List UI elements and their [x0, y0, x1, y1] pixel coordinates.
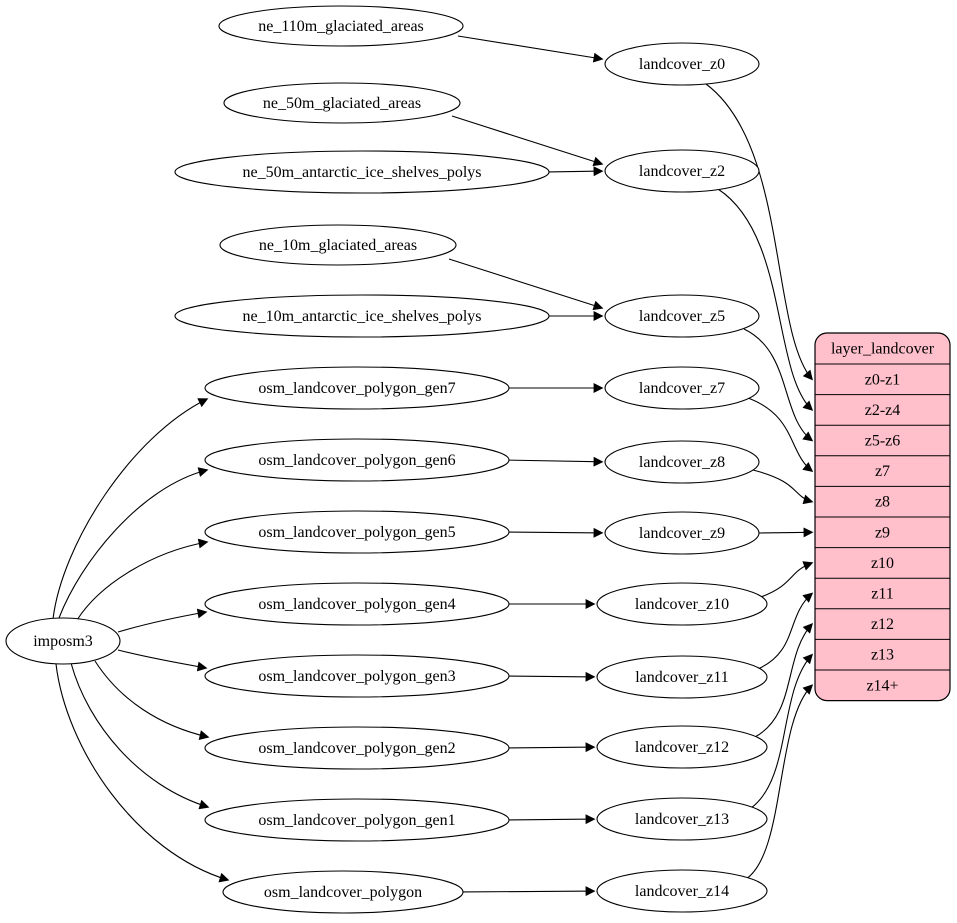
edge-imposm3-to-osm_landcover_polygon_gen6 [58, 467, 209, 619]
table-row-label-z11: z11 [871, 586, 894, 603]
edge-landcover_z13-to-layer_landcover-z13 [750, 653, 813, 809]
node-label-landcover_z7: landcover_z7 [639, 380, 725, 397]
node-landcover_z8: landcover_z8 [604, 440, 760, 484]
edge-imposm3-to-osm_landcover_polygon_gen5 [76, 538, 209, 621]
node-landcover_z12: landcover_z12 [596, 725, 768, 769]
node-label-ne_10m_antarctic_ice_shelves_polys: ne_10m_antarctic_ice_shelves_polys [242, 308, 481, 325]
node-osm_landcover_polygon_gen4: osm_landcover_polygon_gen4 [204, 582, 510, 626]
edge-imposm3-to-osm_landcover_polygon_gen2 [94, 660, 210, 740]
edge-osm_landcover_polygon_gen6-to-landcover_z8 [508, 456, 604, 467]
node-label-osm_landcover_polygon_gen6: osm_landcover_polygon_gen6 [258, 452, 455, 469]
table-title: layer_landcover [831, 341, 935, 358]
node-label-landcover_z11: landcover_z11 [635, 669, 729, 686]
edge-landcover_z8-to-layer_landcover-z8 [752, 469, 814, 505]
edge-landcover_z10-to-layer_landcover-z10 [760, 561, 814, 598]
edge-landcover_z0-to-layer_landcover-z0-z1 [705, 83, 813, 381]
edge-osm_landcover_polygon_gen1-to-landcover_z13 [508, 814, 596, 825]
nodes-layer: ne_110m_glaciated_areas ne_50m_glaciated_… [5, 5, 768, 914]
node-label-landcover_z8: landcover_z8 [639, 454, 725, 471]
node-label-landcover_z2: landcover_z2 [639, 163, 725, 180]
node-landcover_z0: landcover_z0 [604, 42, 760, 86]
node-landcover_z11: landcover_z11 [596, 655, 768, 699]
node-label-osm_landcover_polygon_gen7: osm_landcover_polygon_gen7 [258, 380, 455, 397]
edge-ne_50m_antarctic_ice_shelves_polys-to-landcover_z2 [548, 166, 604, 177]
edge-osm_landcover_polygon-to-landcover_z14 [462, 886, 596, 897]
node-label-landcover_z5: landcover_z5 [639, 308, 725, 325]
node-landcover_z10: landcover_z10 [596, 582, 768, 626]
node-osm_landcover_polygon_gen5: osm_landcover_polygon_gen5 [204, 510, 510, 554]
node-label-landcover_z9: landcover_z9 [639, 525, 725, 542]
node-osm_landcover_polygon_gen1: osm_landcover_polygon_gen1 [204, 798, 510, 842]
node-label-landcover_z14: landcover_z14 [635, 883, 729, 900]
node-ne_110m_glaciated_areas: ne_110m_glaciated_areas [218, 5, 464, 47]
edges-layer [52, 35, 814, 897]
node-label-osm_landcover_polygon_gen5: osm_landcover_polygon_gen5 [258, 524, 455, 541]
node-landcover_z2: landcover_z2 [604, 149, 760, 193]
edge-landcover_z14-to-layer_landcover-z14+ [745, 684, 814, 880]
node-label-osm_landcover_polygon_gen1: osm_landcover_polygon_gen1 [258, 812, 455, 829]
node-label-landcover_z13: landcover_z13 [635, 811, 729, 828]
node-label-imposm3: imposm3 [33, 633, 93, 650]
table-row-label-z9: z9 [875, 524, 890, 541]
node-ne_10m_antarctic_ice_shelves_polys: ne_10m_antarctic_ice_shelves_polys [174, 294, 550, 338]
table-row-label-z8: z8 [875, 494, 890, 511]
edge-landcover_z5-to-layer_landcover-z5-z6 [743, 328, 814, 442]
node-label-ne_10m_glaciated_areas: ne_10m_glaciated_areas [259, 237, 417, 254]
node-ne_50m_antarctic_ice_shelves_polys: ne_50m_antarctic_ice_shelves_polys [174, 150, 550, 194]
node-landcover_z5: landcover_z5 [604, 294, 760, 338]
table-row-label-z12: z12 [871, 616, 894, 633]
edge-imposm3-to-osm_landcover_polygon_gen1 [70, 662, 210, 810]
edge-imposm3-to-osm_landcover_polygon_gen7 [52, 398, 209, 620]
table-row-label-z7: z7 [875, 463, 890, 480]
node-imposm3: imposm3 [5, 617, 121, 665]
node-label-landcover_z10: landcover_z10 [635, 596, 729, 613]
table-row-label-z2-z4: z2-z4 [865, 402, 901, 419]
node-label-osm_landcover_polygon: osm_landcover_polygon [264, 884, 422, 901]
edge-imposm3-to-osm_landcover_polygon [55, 663, 230, 883]
node-osm_landcover_polygon_gen2: osm_landcover_polygon_gen2 [204, 726, 510, 770]
table-row-label-z10: z10 [871, 555, 894, 572]
edge-landcover_z11-to-layer_landcover-z11 [757, 592, 814, 670]
edge-imposm3-to-osm_landcover_polygon_gen4 [117, 608, 208, 633]
edge-imposm3-to-osm_landcover_polygon_gen3 [117, 649, 208, 672]
table-layer: layer_landcover z0-z1 z2-z4 z5-z6 z7 z8 z9 z10 z… [814, 332, 951, 702]
edge-landcover_z2-to-layer_landcover-z2-z4 [717, 188, 814, 411]
table-row-label-z5-z6: z5-z6 [865, 433, 901, 450]
node-osm_landcover_polygon_gen3: osm_landcover_polygon_gen3 [204, 654, 510, 698]
node-osm_landcover_polygon_gen6: osm_landcover_polygon_gen6 [204, 438, 510, 482]
edge-osm_landcover_polygon_gen5-to-landcover_z9 [508, 527, 604, 538]
node-osm_landcover_polygon: osm_landcover_polygon [222, 870, 464, 914]
edge-osm_landcover_polygon_gen3-to-landcover_z11 [508, 671, 596, 682]
node-landcover_z14: landcover_z14 [596, 869, 768, 913]
node-label-osm_landcover_polygon_gen2: osm_landcover_polygon_gen2 [258, 740, 455, 757]
node-label-ne_50m_glaciated_areas: ne_50m_glaciated_areas [263, 95, 421, 112]
node-landcover_z13: landcover_z13 [596, 797, 768, 841]
node-ne_50m_glaciated_areas: ne_50m_glaciated_areas [223, 82, 461, 124]
node-osm_landcover_polygon_gen7: osm_landcover_polygon_gen7 [204, 366, 510, 410]
edge-landcover_z12-to-layer_landcover-z12 [754, 623, 813, 738]
node-ne_10m_glaciated_areas: ne_10m_glaciated_areas [219, 224, 457, 266]
table-row-label-z13: z13 [871, 647, 894, 664]
node-label-osm_landcover_polygon_gen3: osm_landcover_polygon_gen3 [258, 668, 455, 685]
edge-landcover_z9-to-layer_landcover-z9 [758, 527, 814, 538]
node-label-ne_50m_antarctic_ice_shelves_polys: ne_50m_antarctic_ice_shelves_polys [242, 164, 481, 181]
node-landcover_z9: landcover_z9 [604, 511, 760, 555]
node-label-landcover_z12: landcover_z12 [635, 739, 729, 756]
node-label-landcover_z0: landcover_z0 [639, 56, 725, 73]
edge-ne_110m_glaciated_areas-to-landcover_z0 [457, 35, 604, 63]
node-landcover_z7: landcover_z7 [604, 366, 760, 410]
node-label-osm_landcover_polygon_gen4: osm_landcover_polygon_gen4 [258, 596, 455, 613]
edge-ne_50m_glaciated_areas-to-landcover_z2 [451, 115, 604, 167]
edge-ne_10m_glaciated_areas-to-landcover_z5 [448, 258, 604, 311]
table-row-label-z0-z1: z0-z1 [865, 371, 901, 388]
edge-landcover_z7-to-layer_landcover-z7 [747, 397, 814, 473]
node-label-ne_110m_glaciated_areas: ne_110m_glaciated_areas [258, 18, 424, 35]
edge-osm_landcover_polygon_gen2-to-landcover_z12 [508, 742, 596, 753]
table-row-label-z14+: z14+ [866, 677, 898, 694]
